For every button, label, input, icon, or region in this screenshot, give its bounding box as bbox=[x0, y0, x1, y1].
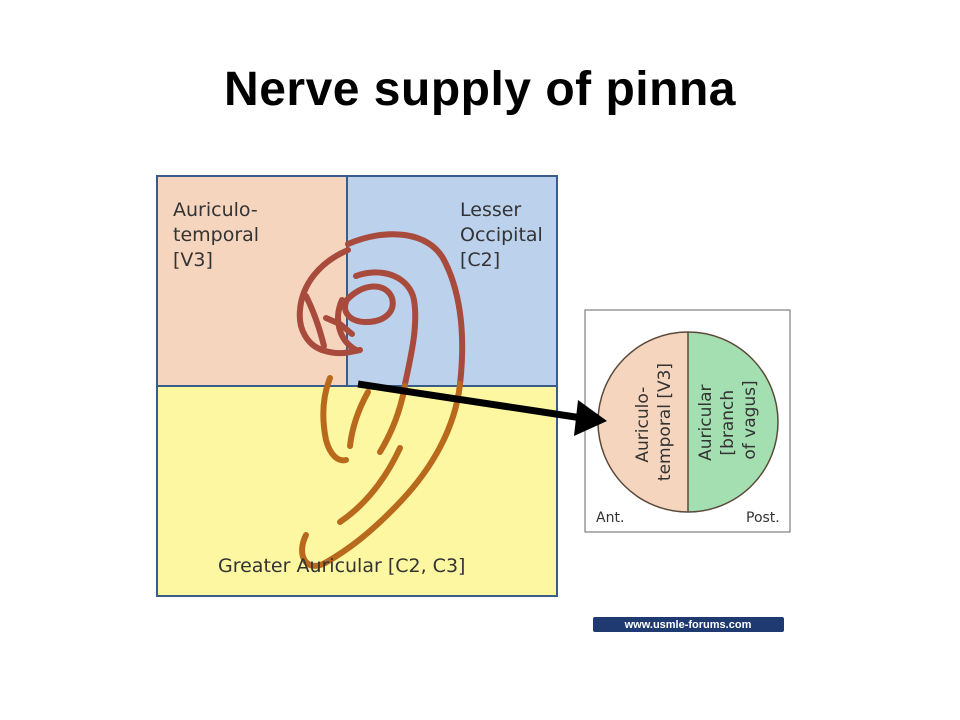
ear-outline bbox=[296, 231, 466, 569]
inset-vagus-line-2: [branch bbox=[718, 390, 738, 456]
svg-text:Auriculo- temporal [V3: Auriculo- temporal [V3] bbox=[173, 199, 265, 271]
slide-title: Nerve supply of pinna bbox=[224, 63, 736, 116]
pointer-arrow bbox=[357, 380, 607, 436]
source-tag-background bbox=[593, 617, 784, 632]
inset-vagus-line-1: Auricular bbox=[696, 385, 716, 461]
lesser-occipital-label-line-2: Occipital bbox=[460, 224, 543, 246]
lesser-occipital-label-line-3: [C2] bbox=[460, 249, 500, 271]
svg-text:Lesser Occipital [C2]: Lesser Occipital [C2] bbox=[460, 199, 549, 271]
auriculotemporal-label-line-2: temporal bbox=[173, 224, 259, 246]
diagram-border bbox=[156, 175, 558, 597]
svg-text:Auricular [branch of v: Auricular [branch of vagus] bbox=[696, 379, 760, 461]
auriculotemporal-label-line-1: Auriculo- bbox=[173, 199, 258, 221]
auriculotemporal-label-line-3: [V3] bbox=[173, 249, 213, 271]
inset-auriculotemporal-line-2: temporal [V3] bbox=[655, 363, 675, 481]
ant-label: Ant. bbox=[596, 510, 624, 526]
auriculotemporal-region bbox=[157, 176, 347, 386]
svg-text:Auriculo- temporal [V3]: Auriculo- temporal [V3] bbox=[633, 363, 675, 481]
lesser-occipital-label-line-1: Lesser bbox=[460, 199, 521, 221]
inset-auriculotemporal-line-1: Auriculo- bbox=[633, 387, 653, 463]
post-label: Post. bbox=[746, 510, 780, 526]
inset-vagus-line-3: of vagus] bbox=[740, 380, 760, 459]
source-tag: www.usmle-forums.com bbox=[624, 619, 752, 631]
greater-auricular-label: Greater Auricular [C2, C3] bbox=[218, 555, 465, 577]
